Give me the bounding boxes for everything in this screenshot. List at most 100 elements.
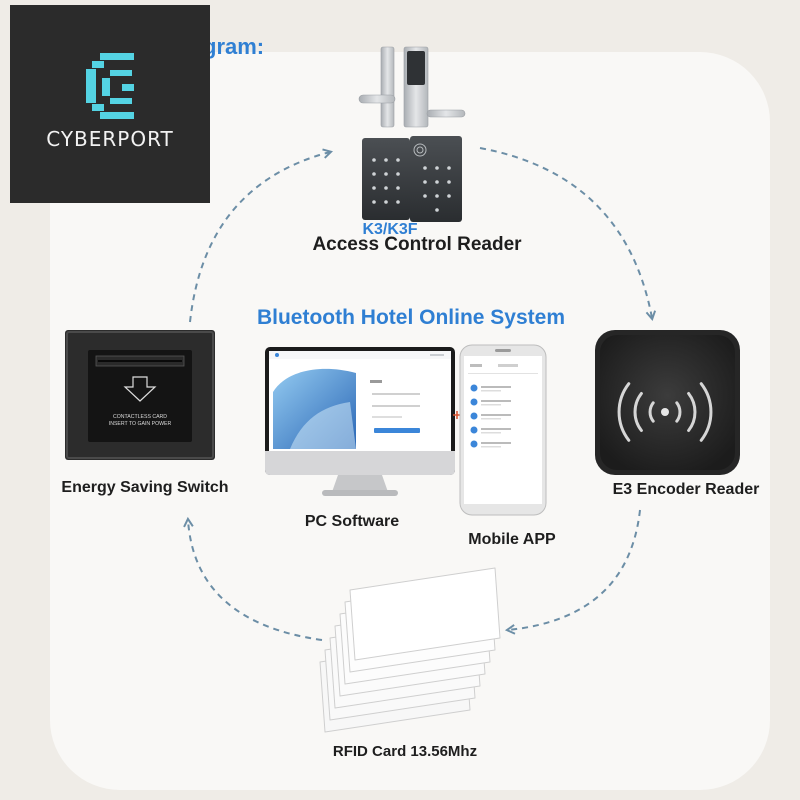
app-tab-bar [468, 373, 538, 374]
list-item-subtext [481, 446, 501, 448]
keypad-right [423, 166, 451, 212]
screen-top-bar [269, 351, 451, 359]
keypad-key-dot [435, 180, 439, 184]
keypad-panel-right [410, 136, 462, 222]
insert-arrow-icon [123, 376, 157, 402]
login-form-field [372, 393, 420, 395]
desktop-monitor-icon [265, 347, 455, 496]
keypad-key-dot [372, 172, 376, 176]
nfc-wave-right [699, 382, 713, 442]
nfc-wave-left [617, 382, 631, 442]
list-item-subtext [481, 418, 501, 420]
keypad-key-dot [447, 194, 451, 198]
rfid-card-label: RFID Card 13.56Mhz [333, 743, 477, 760]
keypad-key-dot [435, 208, 439, 212]
switch-device-text-1: CONTACTLESS CARD [113, 414, 167, 420]
keypad-key-dot [423, 180, 427, 184]
diagram-heading-fragment: gram: [203, 34, 264, 59]
keypad-key-dot [423, 194, 427, 198]
list-item-subtext [481, 390, 501, 392]
list-item-text [481, 442, 511, 444]
nfc-wave-right [675, 401, 682, 423]
pc-software-label: PC Software [305, 513, 399, 530]
access-control-model: K3/K3F [362, 221, 417, 238]
keypad-key-dot [447, 180, 451, 184]
keypad-key-dot [372, 186, 376, 190]
app-list [470, 384, 511, 448]
nfc-wave-left [648, 401, 655, 423]
nfc-wave-left [633, 392, 643, 432]
list-item-icon [470, 384, 478, 392]
cyberport-logo: CYBERPORT [10, 5, 210, 203]
access-control-label: Access Control Reader [312, 234, 522, 255]
app-header-title [498, 364, 518, 367]
rfid-card-stack-icon [319, 567, 501, 733]
flow-arrow-encoder-to-cards [504, 509, 641, 635]
list-item-text [481, 414, 511, 416]
keypad-left [372, 158, 400, 204]
flow-arrow-access-to-encoder [479, 147, 657, 322]
keypad-key-dot [435, 194, 439, 198]
nfc-reader-icon [595, 330, 740, 475]
list-item-text [481, 428, 511, 430]
screen-top-bar-item [430, 354, 444, 356]
keypad-key-dot [384, 172, 388, 176]
list-item-icon [470, 440, 478, 448]
lock-lever-right [426, 109, 466, 118]
keypad-key-dot [372, 200, 376, 204]
system-title: Bluetooth Hotel Online System [257, 306, 565, 329]
lock-lever-left [358, 94, 396, 104]
switch-device-text-2: INSERT TO GAIN POWER [109, 421, 172, 427]
login-form-field [372, 405, 420, 407]
monitor-chin [265, 451, 455, 475]
keypad-key-dot [423, 166, 427, 170]
phone-speaker [495, 349, 511, 352]
fingerprint-icon [413, 143, 427, 157]
login-button [374, 428, 420, 433]
list-item-icon [470, 412, 478, 420]
list-item-text [481, 386, 511, 388]
list-item-subtext [481, 404, 501, 406]
keypad-panel-left [362, 138, 410, 220]
keypad-key-dot [396, 172, 400, 176]
list-item-subtext [481, 432, 501, 434]
login-form-title [370, 380, 382, 383]
list-item-text [481, 400, 511, 402]
lock-plate-left [380, 46, 395, 128]
encoder-face [600, 335, 735, 470]
nfc-wave-right [687, 392, 697, 432]
logo-wordmark: CYBERPORT [46, 127, 174, 151]
screen-hero-highlight [290, 402, 356, 449]
encoder-label: E3 Encoder Reader [613, 481, 760, 498]
monitor-neck [332, 475, 388, 492]
cyberport-logo-icon [86, 53, 134, 119]
app-logo-icon [275, 353, 279, 357]
app-header-item [470, 364, 482, 367]
keypad-key-dot [384, 186, 388, 190]
keypad-key-dot [372, 158, 376, 162]
login-form-field [372, 416, 402, 418]
keypad-key-dot [384, 158, 388, 162]
encoder-center-dot [661, 408, 669, 416]
rfid-card [349, 567, 501, 661]
switch-bevel [66, 331, 214, 459]
energy-switch-icon: CONTACTLESS CARD INSERT TO GAIN POWER [65, 330, 215, 460]
monitor-base [322, 490, 398, 496]
switch-recess [88, 350, 192, 442]
energy-switch-label: Energy Saving Switch [61, 479, 228, 496]
keypad-key-dot [447, 166, 451, 170]
door-lock-icon [358, 46, 466, 222]
flow-arrows [183, 147, 657, 641]
list-item-icon [470, 426, 478, 434]
nfc-waves-icon [617, 382, 713, 442]
keypad-key-dot [396, 158, 400, 162]
keypad-key-dot [396, 200, 400, 204]
mobile-app-label: Mobile APP [468, 531, 556, 548]
keypad-key-dot [384, 200, 388, 204]
keypad-key-dot [435, 166, 439, 170]
smartphone-icon [459, 344, 547, 516]
lock-display-panel [407, 51, 425, 85]
list-item-icon [470, 398, 478, 406]
keypad-key-dot [396, 186, 400, 190]
